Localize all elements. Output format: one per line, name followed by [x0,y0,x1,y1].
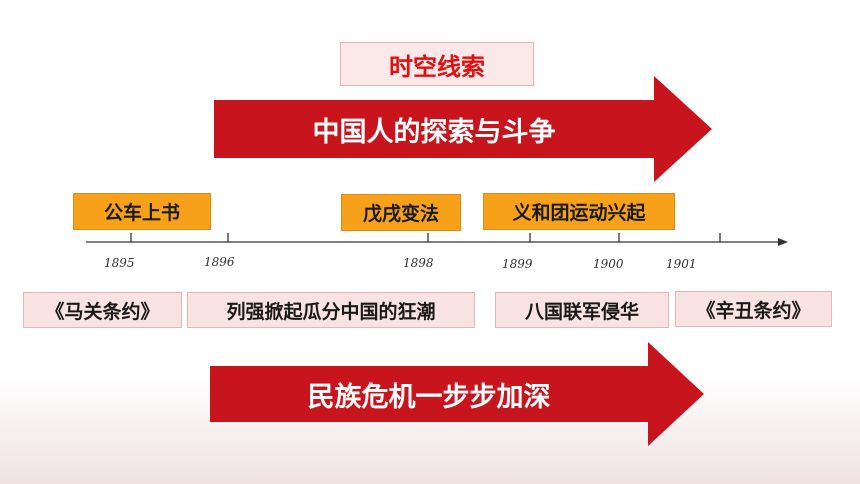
event-gongche-shangshu: 公车上书 [73,193,211,230]
year-1901: 1901 [666,257,697,271]
result-guafen-kuangchao: 列强掀起瓜分中国的狂潮 [187,292,475,328]
bottom-arrow-label: 民族危机一步步加深 [307,381,551,413]
result-baguo-lianjun: 八国联军侵华 [495,292,669,328]
year-1895: 1895 [104,256,135,270]
year-1896: 1896 [204,255,235,269]
event-wuxu-bianfa: 戊戌变法 [341,194,461,231]
year-1900: 1900 [593,257,624,271]
top-arrow-label: 中国人的探索与斗争 [312,116,556,148]
year-1899: 1899 [502,257,533,271]
result-xinchou-tiaoyue: 《辛丑条约》 [675,291,832,327]
bottom-arrow [210,342,704,446]
year-1898: 1898 [403,256,434,270]
result-maguan-tiaoyue: 《马关条约》 [23,292,182,328]
title-text: 时空线索 [389,52,485,81]
title-box: 时空线索 [340,42,534,86]
event-yihetuan: 义和团运动兴起 [483,193,675,230]
top-arrow [214,76,712,182]
